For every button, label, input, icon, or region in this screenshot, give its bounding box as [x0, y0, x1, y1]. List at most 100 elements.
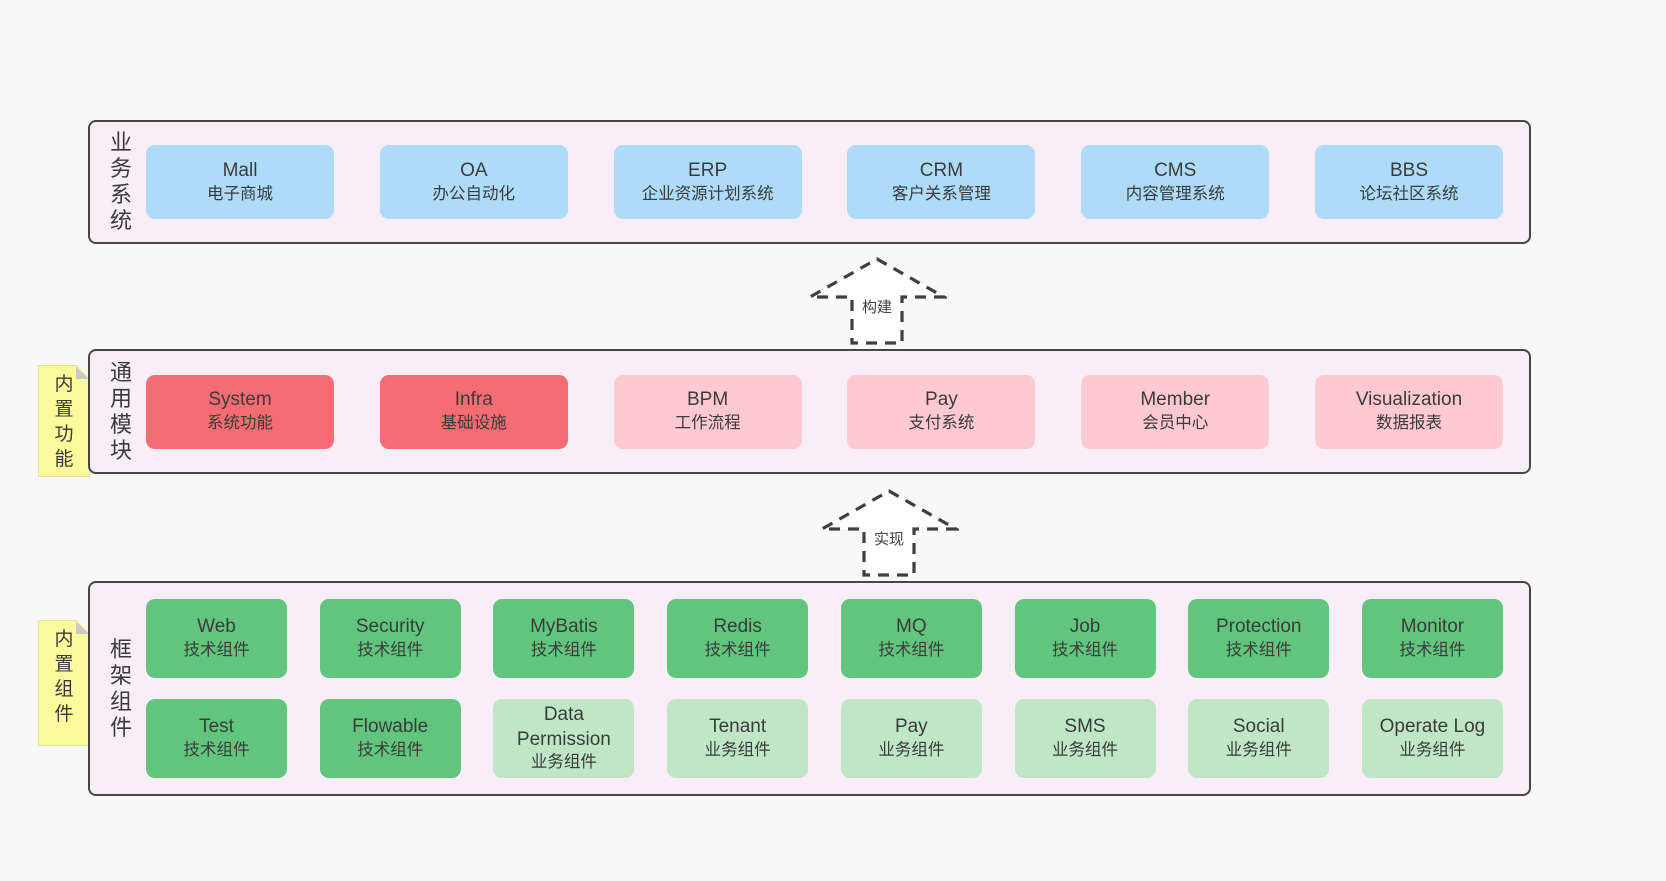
box-subtitle: 办公自动化 — [432, 184, 516, 203]
sticky-note-builtin-features: 内置功能 — [38, 365, 90, 477]
layer-label-framework: 框架组件 — [109, 636, 132, 740]
box-subtitle: 技术组件 — [357, 741, 424, 760]
layer-common-modules: 通用模块 System 系统功能 Infra 基础设施 BPM 工作流程 Pay… — [88, 349, 1531, 474]
box-member: Member 会员中心 — [1081, 374, 1270, 449]
box-bbs: BBS 论坛社区系统 — [1314, 145, 1503, 219]
box-subtitle: 技术组件 — [878, 641, 945, 660]
box-system: System 系统功能 — [146, 374, 334, 449]
box-subtitle: 技术组件 — [704, 641, 771, 660]
box-title: Job — [1069, 616, 1101, 638]
box-operate-log: Operate Log 业务组件 — [1361, 699, 1503, 778]
box-subtitle: 业务组件 — [1225, 741, 1292, 760]
implement-arrow: 实现 — [819, 488, 959, 578]
box-title: OA — [460, 159, 488, 181]
box-subtitle: 基础设施 — [440, 414, 507, 433]
box-subtitle: 技术组件 — [1225, 641, 1292, 660]
framework-row-2: Test 技术组件 Flowable 技术组件 Data Permission … — [146, 699, 1503, 778]
module-boxes: System 系统功能 Infra 基础设施 BPM 工作流程 Pay 支付系统… — [146, 374, 1503, 449]
layer-business-systems: 业务系统 Mall 电子商城 OA 办公自动化 ERP 企业资源计划系统 CRM… — [88, 120, 1531, 244]
box-title: Member — [1140, 389, 1211, 411]
box-flowable: Flowable 技术组件 — [319, 699, 461, 778]
box-title: Redis — [713, 616, 762, 638]
box-social: Social 业务组件 — [1188, 699, 1330, 778]
box-title: ERP — [688, 159, 728, 181]
box-subtitle: 技术组件 — [183, 741, 250, 760]
box-security: Security 技术组件 — [319, 599, 461, 678]
box-subtitle: 技术组件 — [1399, 641, 1466, 660]
framework-row-1: Web 技术组件 Security 技术组件 MyBatis 技术组件 Redi… — [146, 599, 1503, 678]
box-subtitle: 业务组件 — [704, 741, 771, 760]
layer-label-business: 业务系统 — [109, 130, 132, 233]
box-monitor: Monitor 技术组件 — [1361, 599, 1503, 678]
box-title: Operate Log — [1379, 716, 1486, 738]
box-sms: SMS 业务组件 — [1014, 699, 1156, 778]
box-title: Mall — [222, 159, 258, 181]
box-title: System — [208, 389, 272, 411]
box-title: BBS — [1389, 159, 1428, 181]
box-mq: MQ 技术组件 — [840, 599, 982, 678]
sticky-label: 内置组件 — [54, 629, 74, 725]
sticky-note-builtin-components: 内置组件 — [38, 620, 90, 746]
framework-rows: Web 技术组件 Security 技术组件 MyBatis 技术组件 Redi… — [146, 599, 1503, 778]
box-subtitle: 客户关系管理 — [891, 184, 991, 203]
box-infra: Infra 基础设施 — [379, 374, 568, 449]
layer-framework-components: 框架组件 Web 技术组件 Security 技术组件 MyBatis 技术组件… — [88, 581, 1531, 796]
box-job: Job 技术组件 — [1014, 599, 1156, 678]
box-title: CMS — [1154, 159, 1197, 181]
box-oa: OA 办公自动化 — [379, 145, 568, 219]
box-title: Web — [197, 616, 236, 638]
sticky-label: 内置功能 — [54, 374, 74, 470]
box-subtitle: 技术组件 — [183, 641, 250, 660]
box-bpm: BPM 工作流程 — [613, 374, 802, 449]
arrow-label-build: 构建 — [858, 294, 896, 319]
box-subtitle: 业务组件 — [1052, 741, 1119, 760]
box-title: Flowable — [352, 716, 429, 738]
box-subtitle: 技术组件 — [530, 641, 597, 660]
box-cms: CMS 内容管理系统 — [1081, 145, 1270, 219]
box-title: Test — [199, 716, 234, 738]
box-title: Protection — [1215, 616, 1302, 638]
box-tenant: Tenant 业务组件 — [667, 699, 809, 778]
box-subtitle: 业务组件 — [530, 753, 597, 772]
box-visualization: Visualization 数据报表 — [1314, 374, 1503, 449]
box-subtitle: 内容管理系统 — [1125, 184, 1225, 203]
box-title: MQ — [896, 616, 927, 638]
box-title: Data Permission — [516, 704, 611, 750]
box-title: CRM — [919, 159, 964, 181]
box-subtitle: 电子商城 — [207, 184, 273, 203]
box-title: Visualization — [1355, 389, 1463, 411]
box-subtitle: 论坛社区系统 — [1359, 184, 1459, 203]
box-subtitle: 业务组件 — [878, 741, 945, 760]
layer-label-modules: 通用模块 — [109, 359, 132, 463]
box-title: SMS — [1064, 716, 1106, 738]
box-subtitle: 数据报表 — [1375, 414, 1442, 433]
box-subtitle: 支付系统 — [908, 414, 975, 433]
box-subtitle: 工作流程 — [674, 414, 741, 433]
arrow-label-implement: 实现 — [870, 526, 908, 551]
box-title: Monitor — [1400, 616, 1465, 638]
box-title: Social — [1232, 716, 1285, 738]
build-arrow: 构建 — [807, 256, 947, 346]
box-crm: CRM 客户关系管理 — [847, 145, 1036, 219]
box-pay-component: Pay 业务组件 — [840, 699, 982, 778]
box-pay-module: Pay 支付系统 — [847, 374, 1036, 449]
box-mall: Mall 电子商城 — [146, 145, 334, 219]
box-subtitle: 系统功能 — [207, 414, 273, 433]
business-boxes: Mall 电子商城 OA 办公自动化 ERP 企业资源计划系统 CRM 客户关系… — [146, 145, 1503, 219]
box-test: Test 技术组件 — [146, 699, 287, 778]
box-protection: Protection 技术组件 — [1188, 599, 1330, 678]
box-web: Web 技术组件 — [146, 599, 287, 678]
box-title: Infra — [454, 389, 493, 411]
box-erp: ERP 企业资源计划系统 — [613, 145, 802, 219]
box-redis: Redis 技术组件 — [667, 599, 809, 678]
box-data-permission: Data Permission 业务组件 — [493, 699, 635, 778]
box-subtitle: 技术组件 — [1052, 641, 1119, 660]
box-subtitle: 企业资源计划系统 — [641, 184, 774, 203]
box-title: Pay — [894, 716, 928, 738]
box-subtitle: 会员中心 — [1142, 414, 1209, 433]
box-subtitle: 技术组件 — [357, 641, 424, 660]
box-title: BPM — [687, 389, 729, 411]
box-title: Security — [355, 616, 425, 638]
box-subtitle: 业务组件 — [1399, 741, 1466, 760]
